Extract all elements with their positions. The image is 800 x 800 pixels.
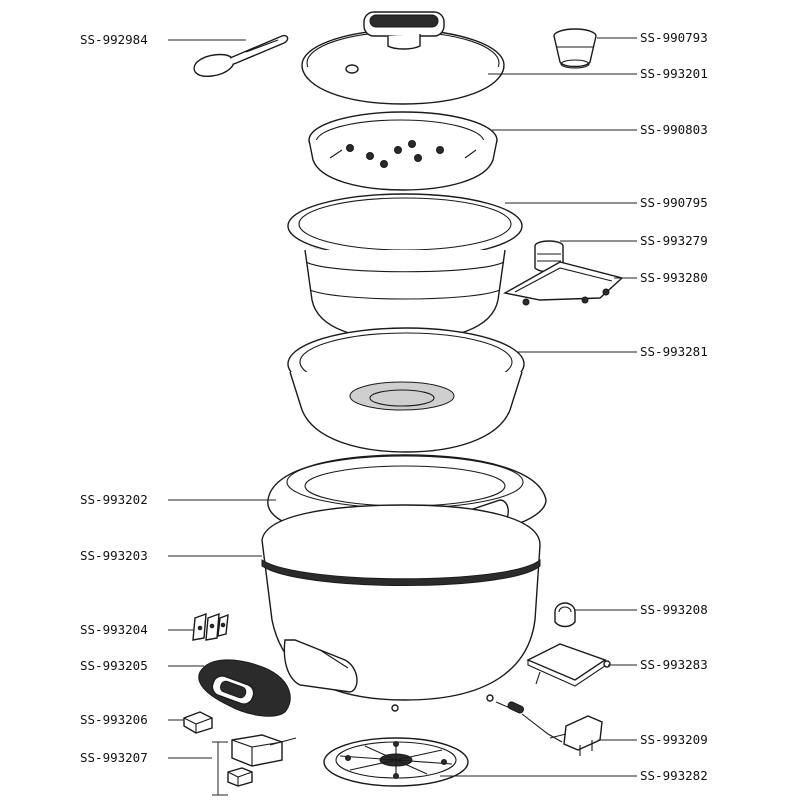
fuse-cable-part	[495, 701, 603, 756]
part-label: SS-990795	[640, 195, 708, 210]
thermostat-assembly-part	[212, 734, 297, 796]
part-label: SS-993204	[80, 622, 148, 637]
part-label: SS-993279	[640, 233, 708, 248]
part-label: SS-993202	[80, 492, 148, 507]
part-number-labels: SS-992984 SS-990793 SS-993201 SS-990803 …	[80, 30, 708, 783]
part-label: SS-993201	[640, 66, 708, 81]
base-plate-part	[323, 737, 469, 787]
switch-button-part	[183, 711, 213, 734]
part-label: SS-990803	[640, 122, 708, 137]
clip-parts	[192, 612, 229, 641]
inner-pot-part	[287, 193, 523, 341]
part-label: SS-993207	[80, 750, 148, 765]
part-label: SS-993203	[80, 548, 148, 563]
part-label: SS-993206	[80, 712, 148, 727]
part-label: SS-990793	[640, 30, 708, 45]
glass-lid-part	[301, 11, 505, 105]
cover-plate-part	[526, 643, 611, 687]
part-label: SS-993282	[640, 768, 708, 783]
control-panel-part	[198, 659, 291, 717]
part-label: SS-993280	[640, 270, 708, 285]
rice-spoon-part	[193, 34, 289, 77]
part-label: SS-993205	[80, 658, 148, 673]
part-label: SS-993283	[640, 657, 708, 672]
measuring-cup-part	[553, 28, 597, 69]
cooker-body-part	[261, 504, 541, 712]
plug-socket-part	[554, 602, 576, 628]
leader-lines	[168, 37, 637, 777]
heating-bowl-part	[287, 327, 525, 453]
part-label: SS-993209	[640, 732, 708, 747]
steam-basket-part	[308, 111, 498, 191]
part-label: SS-993208	[640, 602, 708, 617]
part-label: SS-992984	[80, 32, 148, 47]
valve-plate-part	[503, 261, 624, 306]
part-label: SS-993281	[640, 344, 708, 359]
